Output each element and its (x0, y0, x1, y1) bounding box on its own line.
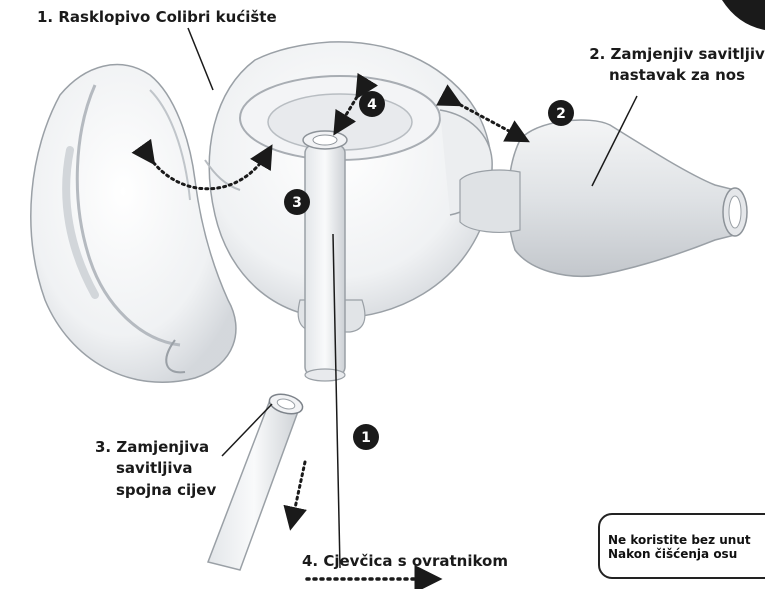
warning-line2: Nakon čišćenja osu (608, 547, 751, 561)
housing-leader (188, 28, 213, 90)
svg-text:3: 3 (292, 195, 302, 211)
connecting-tube (208, 391, 305, 570)
housing-label: 1. Rasklopivo Colibri kućište (37, 8, 277, 27)
svg-text:1: 1 (361, 430, 371, 446)
badge-2: 2 (548, 100, 574, 126)
nose-nozzle (460, 120, 747, 276)
svg-text:4: 4 (367, 97, 377, 113)
tube-label-line1: 3. Zamjenjiva (95, 438, 209, 457)
left-half-shell (31, 65, 236, 383)
warning-line1: Ne koristite bez unut (608, 533, 751, 547)
warning-text: Ne koristite bez unut Nakon čišćenja osu (608, 533, 751, 561)
tube-label-line2: savitljiva (116, 459, 192, 478)
tube-down-arrow (292, 462, 305, 522)
svg-text:2: 2 (556, 106, 566, 122)
tube-label-line3: spojna cijev (116, 481, 216, 500)
badge-4: 4 (359, 91, 385, 117)
badge-1: 1 (353, 424, 379, 450)
collar-label: 4. Cjevčica s ovratnikom (302, 552, 508, 571)
main-shell (205, 42, 492, 332)
corner-badge-shape (722, 0, 765, 30)
badge-3: 3 (284, 189, 310, 215)
nozzle-label-line1: 2. Zamjenjiv savitljiv (572, 45, 765, 64)
collar-tube (303, 131, 347, 381)
nozzle-label-line2: nastavak za nos (572, 66, 765, 85)
